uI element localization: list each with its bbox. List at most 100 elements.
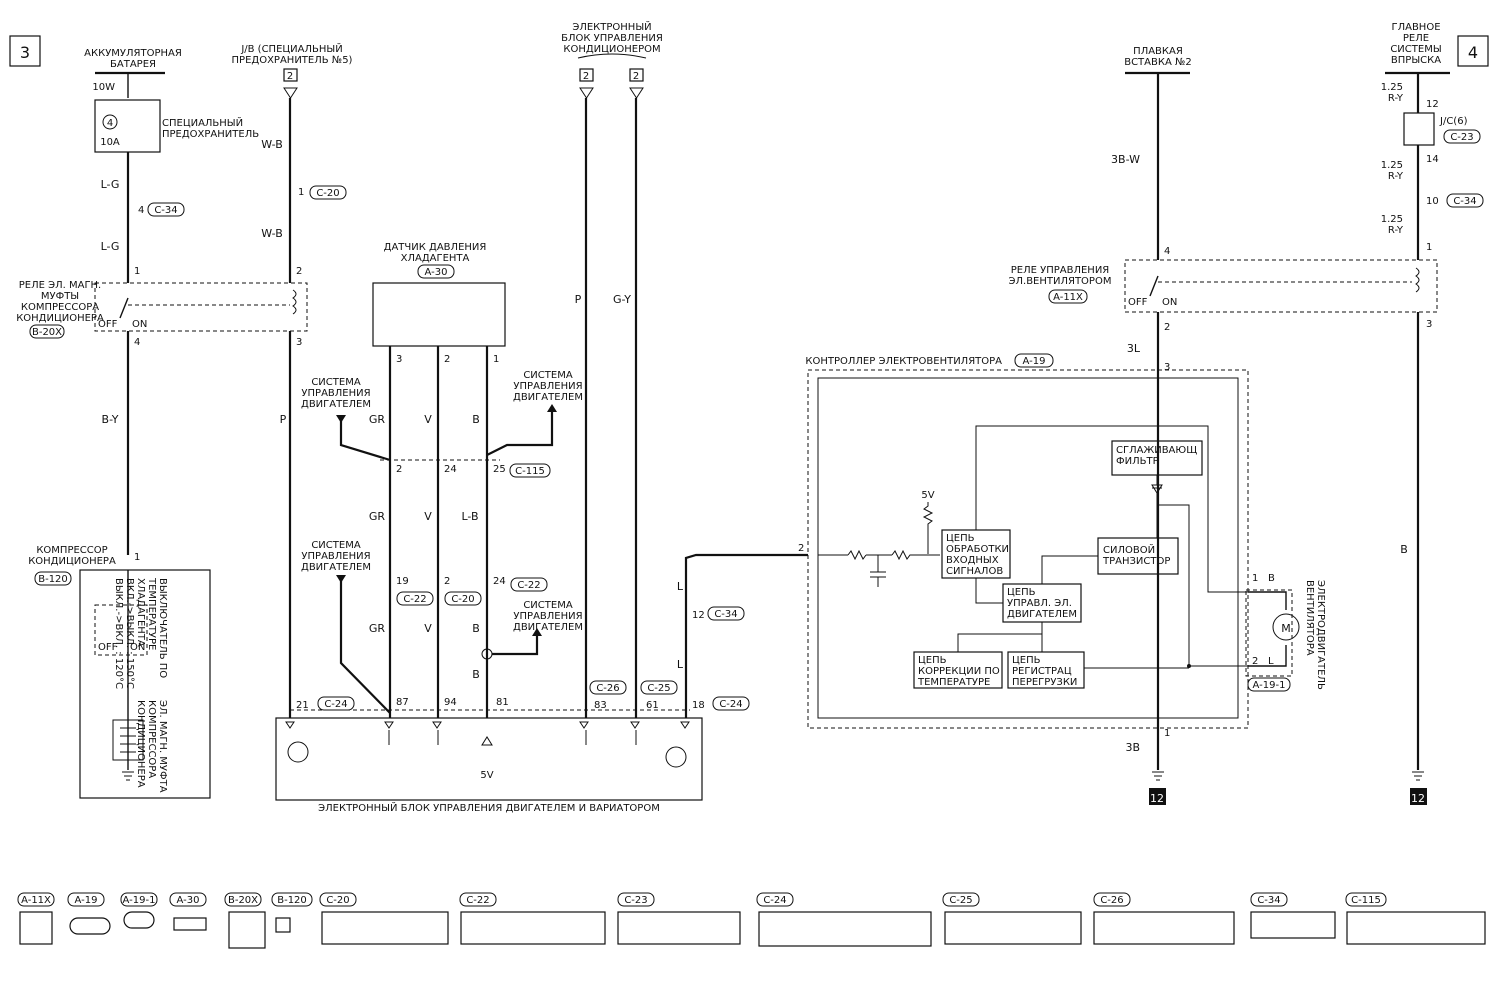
conn-c20-1: [309, 185, 347, 200]
fan-ctrl-5v: 5V: [921, 490, 934, 501]
legend-b20x-shape: [228, 911, 266, 949]
legend-b20x: B-20X: [228, 895, 258, 906]
legend-b120-shape: [275, 917, 291, 933]
compressor-relay-box: [94, 282, 308, 332]
legend-c115-tag: [1345, 892, 1387, 907]
conn-c23: [1443, 129, 1481, 144]
sensor-pin2: 2: [444, 354, 450, 365]
jc-pin14: 14: [1426, 154, 1439, 165]
legend-c25-tag: [942, 892, 980, 907]
wire-v-2: V: [424, 510, 432, 523]
pin-c34-4: 4: [138, 205, 144, 216]
fan-relay-pin1: 1: [1426, 242, 1432, 253]
compressor-off: OFF: [98, 642, 118, 653]
wire-engine-branch-3: [339, 575, 391, 714]
conn-b20x-label: B-20X: [32, 327, 62, 338]
legend-c24-shape: [758, 911, 932, 947]
ecu-terminals: [285, 721, 690, 729]
ground-icon-1: [1152, 771, 1164, 781]
legend-a191-shape: [123, 911, 155, 929]
wire-l-fan: [684, 553, 808, 718]
pressure-sensor-box: [372, 282, 506, 347]
wire-b-2: B: [472, 622, 480, 635]
resistor-1: [847, 549, 867, 561]
legend-c25: C-25: [949, 895, 972, 906]
relay1-switch: [119, 297, 129, 319]
junction-dot: [1187, 664, 1191, 668]
wire-gr-3: GR: [369, 622, 386, 635]
conn-a19-label: A-19: [1023, 356, 1046, 367]
wire-3bw: 3B-W: [1111, 153, 1140, 166]
ecu-pin18: 18: [692, 700, 705, 711]
legend-a19-tag: [67, 892, 105, 907]
legend-c24: C-24: [763, 895, 786, 906]
legend-c115: C-115: [1351, 895, 1381, 906]
relay1-off: OFF: [98, 319, 118, 330]
wire-b-3: B: [472, 668, 480, 681]
conn-c20-2-label: C-20: [451, 594, 474, 605]
legend-c34-tag: [1250, 892, 1288, 907]
legend-c115-shape: [1346, 911, 1486, 945]
wire-b-1: B: [472, 413, 480, 426]
arrow-engine-2: [547, 404, 557, 412]
c20-pin2: 2: [444, 576, 450, 587]
fan-controller-outer: [807, 369, 1249, 729]
ecu-pin81: 81: [496, 697, 509, 708]
wire-3l: 3L: [1127, 342, 1141, 355]
motor-ctrl-to-power: [1041, 555, 1098, 584]
wire-wb-2: W-B: [261, 227, 283, 240]
conn-b20x: [29, 324, 65, 339]
c22-pin19: 19: [396, 576, 409, 587]
wire-wb-1: W-B: [261, 138, 283, 151]
page-marker-left: 3: [20, 43, 30, 62]
ecu-ref-arrow: [481, 736, 493, 746]
fan-motor-box: [1245, 589, 1293, 677]
motor-ctrl-to-sense: [957, 622, 1043, 652]
ecu-transistor-2: [665, 746, 687, 768]
legend-c26-tag: [1093, 892, 1131, 907]
power-transistor-box: [1097, 537, 1179, 575]
connector-legend: A-11X A-19 A-19-1 A-30 B-20X B-120 C-20 …: [17, 892, 1486, 949]
fan-motor-label: ЭЛЕКТРОДВИГАТЕЛЬВЕНТИЛЯТОРА: [1304, 580, 1326, 690]
wire-gr-1: GR: [369, 413, 386, 426]
conn-b120: [34, 571, 72, 586]
ecu-pin87: 87: [396, 697, 409, 708]
special-fuse-box: [94, 99, 161, 153]
clutch-coil: [112, 719, 144, 761]
conn-c22-1: [396, 591, 434, 606]
temp-switch-box: [94, 604, 148, 656]
legend-c23-shape: [617, 911, 741, 945]
motor-symbol: M: [1281, 622, 1291, 635]
c115-pin25: 25: [493, 464, 506, 475]
input-circuit-box: [941, 529, 1011, 579]
relay1-coil: [292, 289, 297, 315]
conn-c22-2: [510, 577, 548, 592]
legend-a19: A-19: [75, 895, 98, 906]
arrow-engine-4: [532, 628, 542, 636]
wire-b-4: B: [1400, 543, 1408, 556]
fan-controller-inner: [817, 377, 1239, 719]
conn-a19-1: [1247, 677, 1291, 692]
wire-v-3: V: [424, 622, 432, 635]
pullup-resistor: [922, 502, 934, 554]
conn-c20-1-label: C-20: [316, 188, 339, 199]
wire-lg-1: L-G: [101, 178, 120, 191]
ecu-pin94: 94: [444, 697, 457, 708]
fan-relay-coil: [1415, 267, 1420, 293]
compressor-on: ON: [130, 642, 145, 653]
legend-a30: A-30: [177, 895, 200, 906]
conn-a19-1-label: A-19-1: [1253, 680, 1286, 691]
conn-c25-label: C-25: [647, 683, 670, 694]
page-marker-left-box: [9, 35, 41, 67]
arrow-engine-1: [336, 415, 346, 423]
legend-c23-tag: [617, 892, 655, 907]
jc-label: J/C(6): [1439, 116, 1468, 127]
legend-c26: C-26: [1100, 895, 1123, 906]
fuse-wire-label: 10W: [92, 82, 115, 93]
engine-ecu-box: [275, 717, 703, 801]
